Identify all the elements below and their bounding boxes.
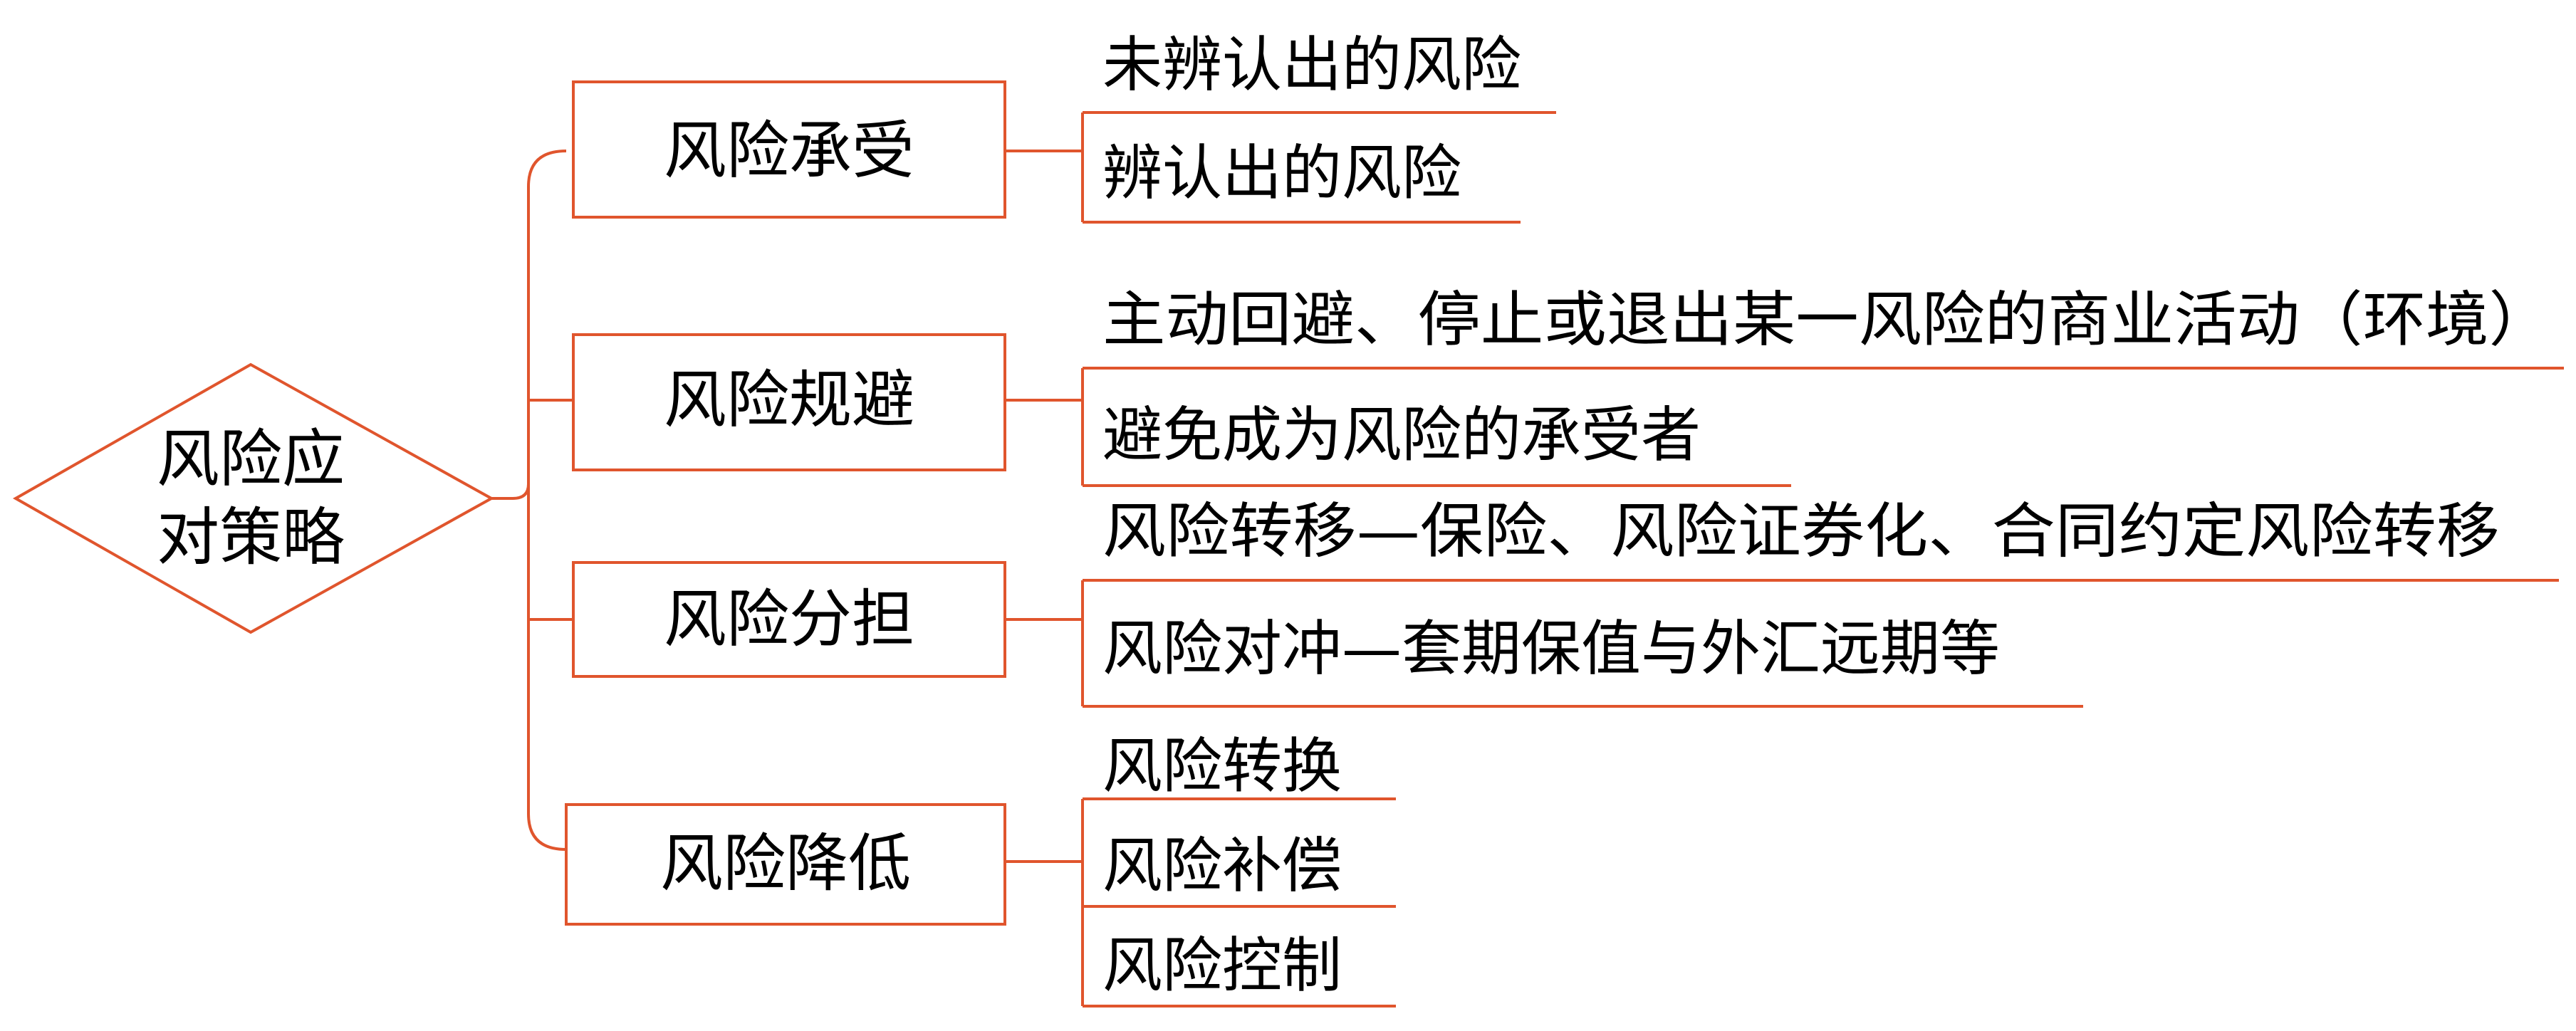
root-label-line-1: 风险应 bbox=[157, 422, 345, 496]
root-label-line-2: 对策略 bbox=[157, 501, 345, 574]
leaf-item-2-2: 避免成为风险的承受者 bbox=[1102, 400, 1701, 470]
leaf-item-1-2: 辨认出的风险 bbox=[1102, 138, 1461, 208]
category-label-2: 风险规避 bbox=[664, 363, 914, 436]
category-box-4 bbox=[565, 803, 1006, 926]
leaf-item-2-1: 主动回避、停止或退出某一风险的商业活动（环境） bbox=[1102, 285, 2552, 355]
leaf-item-4-3: 风险控制 bbox=[1102, 931, 1342, 1000]
leaf-item-4-2: 风险补偿 bbox=[1102, 831, 1342, 901]
leaf-item-4-1: 风险转换 bbox=[1102, 731, 1342, 801]
category-label-1: 风险承受 bbox=[664, 114, 914, 187]
category-label-3: 风险分担 bbox=[664, 582, 914, 656]
category-box-2 bbox=[572, 333, 1006, 471]
leaf-item-1-1: 未辨认出的风险 bbox=[1102, 30, 1521, 100]
root-connector bbox=[491, 483, 530, 500]
root-diamond bbox=[12, 362, 495, 634]
category-label-4: 风险降低 bbox=[660, 827, 911, 900]
trunk-line bbox=[527, 150, 567, 851]
leaf-item-3-1: 风险转移—保险、风险证券化、合同约定风险转移 bbox=[1102, 496, 2500, 566]
leaf-item-3-2: 风险对冲—套期保值与外汇远期等 bbox=[1102, 614, 2000, 684]
